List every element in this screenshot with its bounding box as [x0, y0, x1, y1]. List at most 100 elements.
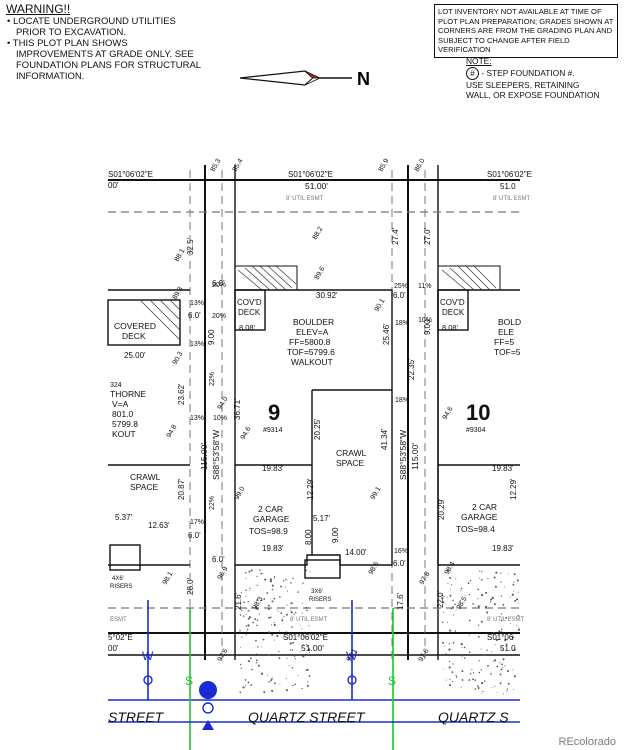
note-line-3: WALL, OR EXPOSE FOUNDATION [466, 90, 600, 100]
stipple-dot [247, 610, 249, 612]
stipple-dot [449, 576, 452, 579]
plan-label-garage-lot9-tos: TOS=98.9 [249, 526, 288, 536]
stipple-dot [302, 602, 304, 604]
stipple-dot [277, 610, 279, 612]
stipple-dot [449, 594, 452, 597]
stipple-dot [500, 628, 503, 631]
stipple-dot [256, 607, 259, 610]
plan-label-dim-8-00: 8.00 [304, 529, 313, 545]
stipple-dot [481, 693, 483, 694]
stipple-dot [500, 619, 503, 622]
plan-label-covd-deck-lot10: COV'D [440, 298, 465, 307]
stipple-dot [273, 577, 275, 579]
stipple-dot [490, 598, 493, 601]
stipple-dot [308, 648, 311, 651]
stipple-dot [242, 615, 245, 617]
warning-block: WARNING!! • LOCATE UNDERGROUND UTILITIES… [6, 3, 206, 82]
plan-label-lot8-walkout: KOUT [112, 429, 136, 439]
plan-label-bearing-bot-left: 5°02"E [108, 633, 133, 642]
lot8-house-footprint [107, 289, 190, 571]
stipple-dot [291, 667, 294, 669]
plan-label-lot8-tof: 5799.8 [112, 419, 138, 429]
stipple-dot [270, 616, 272, 618]
plan-label-lot10-tof: TOF=5 [494, 347, 521, 357]
stipple-dot [247, 624, 250, 627]
stipple-dot [271, 633, 274, 636]
stipple-dot [264, 578, 267, 581]
stipple-dot [263, 691, 266, 694]
plan-label-pct-22b: 22% [209, 496, 216, 510]
stipple-dot [271, 600, 274, 603]
stipple-dot [278, 657, 281, 660]
stipple-dot [518, 627, 519, 629]
stipple-dot [502, 693, 504, 695]
stipple-dot [255, 639, 257, 642]
stipple-dot [460, 587, 463, 590]
plan-labels: S01°06'02"E00'S01°06'02"E51.00'S01°06'02… [108, 158, 532, 725]
plan-label-dim-20-25: 20.25' [313, 418, 322, 440]
stipple-dot [249, 590, 251, 591]
plan-label-elev-98-3: 98.3 [252, 596, 265, 611]
stipple-dot [306, 668, 309, 671]
plan-label-covered-deck2: DECK [122, 331, 146, 341]
plan-label-pct-13a: 13% [190, 300, 204, 307]
stipple-dot [478, 660, 480, 662]
plan-label-dim-6-00b: 6.0' [188, 531, 201, 540]
stipple-dot [451, 681, 453, 683]
stipple-dot [518, 602, 520, 604]
stipple-dot [513, 581, 515, 583]
stipple-dot [295, 611, 297, 614]
stipple-dot [245, 595, 247, 597]
stipple-dot [491, 651, 493, 653]
stipple-dot [279, 596, 281, 598]
stipple-dot [290, 582, 292, 584]
plan-label-dist-bot-left: 00' [108, 644, 119, 653]
plan-label-elev-94-6b: 94.6 [442, 406, 455, 421]
lot-boundaries [108, 165, 520, 660]
valve-marker-icon [202, 720, 214, 730]
stipple-dot [493, 660, 495, 662]
plan-label-pct-20b: 20% [212, 313, 226, 320]
plan-label-dim-14-00: 14.00' [345, 548, 367, 557]
plan-label-lot9-address: #9314 [263, 427, 283, 434]
stipple-dot [287, 657, 289, 659]
plan-label-bearing-side-lot10: S88°53'58"W [398, 430, 408, 480]
stipple-dot [441, 621, 444, 623]
plan-label-side-dist-lot10: 115.00' [410, 443, 420, 470]
plan-label-street-left: STREET [108, 709, 165, 725]
inventory-note-box: LOT INVENTORY NOT AVAILABLE AT TIME OF P… [434, 4, 618, 58]
stipple-dot [506, 690, 508, 692]
plan-label-dim-8-08a: 8.08' [239, 323, 256, 332]
plan-label-lot10-ff: FF=5 [494, 337, 514, 347]
warning-item-text: THIS PLOT PLAN SHOWS IMPROVEMENTS AT GRA… [12, 38, 201, 82]
plan-label-dim-8-08b: 8.08' [442, 323, 459, 332]
stipple-dot [285, 689, 288, 692]
stipple-dot [292, 684, 294, 687]
stipple-dot [480, 648, 482, 650]
stipple-dot [501, 631, 503, 633]
stipple-dot [286, 657, 288, 659]
plan-label-lot10-model: BOLD [498, 317, 521, 327]
stipple-dot [260, 672, 264, 675]
plan-label-pct-22a: 22% [209, 372, 216, 386]
plan-label-pct-17: 17% [190, 519, 204, 526]
stipple-dot [443, 645, 445, 647]
plan-label-dim-12-29b: 12.29' [509, 478, 518, 500]
stipple-dot [245, 577, 247, 580]
plan-label-covd-deck-lot9b: DECK [238, 308, 261, 317]
plan-label-pct-11: 11% [418, 283, 432, 290]
stipple-dot [500, 581, 502, 583]
stipple-dot [262, 572, 264, 574]
stipple-dot [271, 624, 273, 626]
stipple-dot [468, 619, 471, 622]
plan-label-dim-21-6: 21.6' [234, 592, 243, 610]
stipple-dot [260, 572, 263, 575]
stipple-dot [501, 648, 503, 650]
stipple-dot [442, 668, 444, 670]
stipple-dot [302, 635, 305, 637]
stipple-dot [290, 611, 293, 614]
stipple-dot [505, 643, 508, 646]
plan-label-dim-30-92: 30.92' [316, 291, 338, 300]
stipple-dot [443, 596, 445, 598]
